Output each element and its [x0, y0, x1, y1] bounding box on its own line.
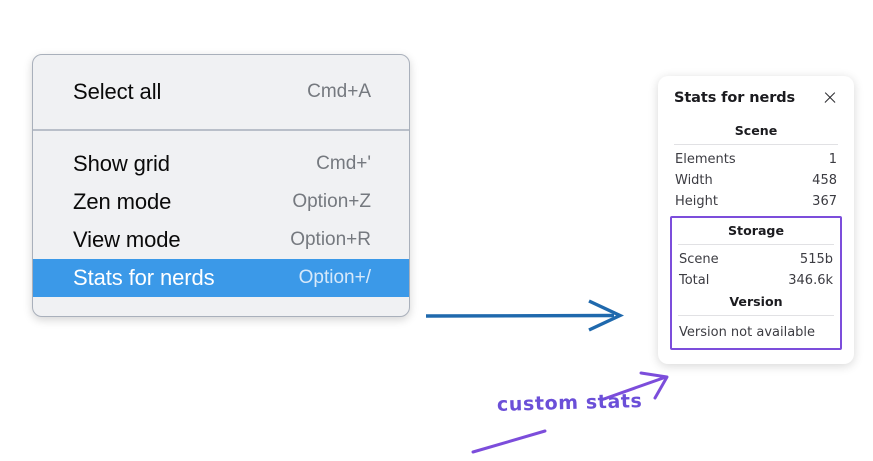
version-text: Version not available — [679, 325, 816, 340]
menu-item-shortcut: Option+/ — [298, 267, 371, 288]
context-menu[interactable]: Select all Cmd+A Show grid Cmd+' Zen mod… — [32, 54, 410, 317]
menu-item-label: Zen mode — [73, 189, 172, 214]
menu-item-select-all[interactable]: Select all Cmd+A — [33, 73, 409, 111]
stat-value: 367 — [812, 194, 837, 209]
menu-item-stats-for-nerds[interactable]: Stats for nerds Option+/ — [33, 259, 409, 297]
panel-header: Stats for nerds — [672, 90, 840, 106]
version-section: Version Version not available — [676, 291, 836, 342]
menu-item-view-mode[interactable]: View mode Option+R — [33, 221, 409, 259]
stat-row: Total 346.6k — [676, 270, 836, 291]
stat-row: Elements 1 — [672, 149, 840, 170]
menu-item-zen-mode[interactable]: Zen mode Option+Z — [33, 183, 409, 221]
stat-value: 515b — [799, 252, 833, 267]
scene-heading: Scene — [734, 123, 778, 138]
version-divider — [678, 315, 834, 316]
scene-section: Scene Elements 1 Width 458 Height 367 — [672, 120, 840, 212]
menu-item-show-grid[interactable]: Show grid Cmd+' — [33, 145, 409, 183]
menu-divider — [33, 129, 409, 131]
menu-section-view: Show grid Cmd+' Zen mode Option+Z View m… — [33, 131, 409, 316]
stat-row: Scene 515b — [676, 249, 836, 270]
menu-item-label: View mode — [73, 227, 181, 252]
stat-key: Elements — [675, 152, 736, 167]
purple-underline-stroke — [471, 429, 547, 454]
stat-key: Width — [675, 173, 713, 188]
menu-item-shortcut: Option+Z — [292, 191, 371, 212]
menu-item-label: Select all — [73, 79, 162, 104]
storage-divider — [678, 244, 834, 245]
stats-for-nerds-panel: Stats for nerds Scene Elements 1 Width 4… — [658, 76, 854, 364]
stat-value: 1 — [828, 152, 837, 167]
menu-item-shortcut: Cmd+' — [316, 153, 371, 174]
stat-key: Total — [679, 273, 710, 288]
menu-item-label: Stats for nerds — [73, 265, 215, 290]
menu-item-label: Show grid — [73, 151, 170, 176]
storage-section: Storage Scene 515b Total 346.6k — [676, 220, 836, 291]
custom-stats-highlight-box: Storage Scene 515b Total 346.6k Version … — [670, 216, 842, 350]
stat-value: 458 — [812, 173, 837, 188]
stat-row: Width 458 — [672, 170, 840, 191]
storage-heading: Storage — [727, 223, 784, 238]
menu-item-shortcut: Option+R — [290, 229, 371, 250]
blue-arrow-annotation — [425, 299, 625, 332]
stat-value: 346.6k — [788, 273, 833, 288]
stat-row: Height 367 — [672, 191, 840, 212]
version-heading: Version — [729, 294, 783, 309]
scene-divider — [674, 144, 838, 145]
stat-key: Scene — [679, 252, 719, 267]
stat-key: Height — [675, 194, 718, 209]
menu-item-shortcut: Cmd+A — [307, 81, 371, 102]
menu-footer-spacer — [33, 297, 409, 316]
panel-title: Stats for nerds — [674, 90, 796, 106]
close-icon[interactable] — [822, 90, 838, 106]
custom-stats-annotation-label: custom stats — [496, 390, 643, 416]
menu-section-primary: Select all Cmd+A — [33, 55, 409, 129]
